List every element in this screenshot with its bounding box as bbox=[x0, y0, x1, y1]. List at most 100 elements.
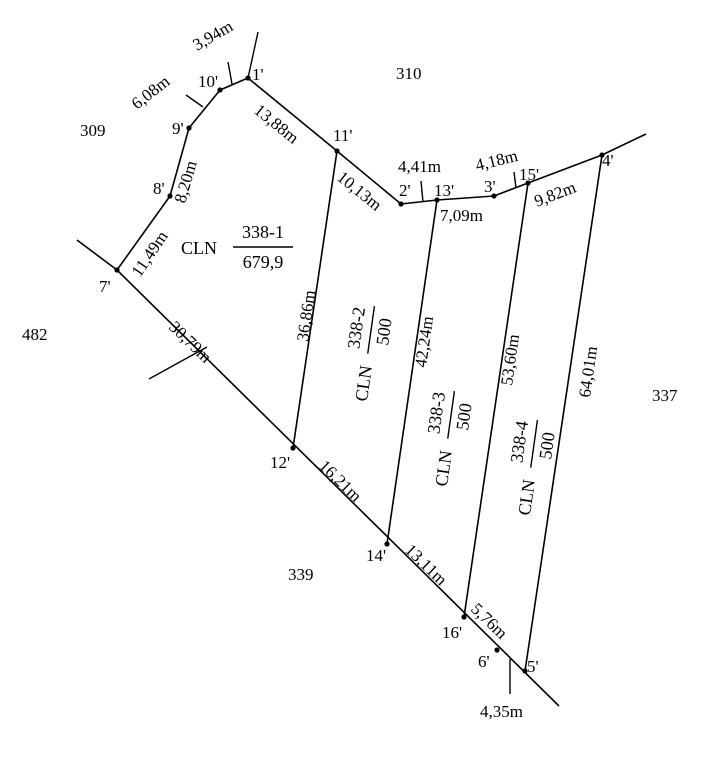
vertex-label-1: 1' bbox=[252, 65, 264, 84]
length-9-10: 6,08m bbox=[128, 72, 174, 113]
parcel-4-id: 338-4 bbox=[506, 420, 532, 464]
vertex-label-7: 7' bbox=[99, 277, 111, 296]
vertex-label-5: 5' bbox=[527, 657, 539, 676]
length-10-1: 3,94m bbox=[190, 17, 237, 55]
edge-1-10 bbox=[219, 77, 249, 91]
edge-9-8 bbox=[169, 127, 190, 197]
neighbor-310: 310 bbox=[396, 64, 422, 83]
parcel-1-id: 338-1 bbox=[242, 222, 284, 242]
vertex-labels: 1' 10' 9' 8' 7' 11' 2' 13' 3' 15' 4' 12'… bbox=[99, 65, 614, 676]
parcel-338-1-label: CLN 338-1 679,9 bbox=[181, 222, 293, 272]
neighbor-labels: 309 310 482 337 339 bbox=[22, 64, 678, 584]
length-11-12: 36,86m bbox=[293, 289, 319, 343]
parcel-3-id: 338-3 bbox=[423, 391, 449, 435]
length-4-5: 64,01m bbox=[575, 345, 601, 399]
edge-7-extension bbox=[76, 239, 118, 271]
edge-8-7 bbox=[116, 195, 171, 271]
length-3-15: 4,18m bbox=[473, 146, 519, 175]
point-14 bbox=[384, 541, 390, 547]
parcel-4-prefix: CLN bbox=[514, 478, 539, 516]
length-8-9: 8,20m bbox=[171, 159, 201, 206]
edge-2-13 bbox=[400, 199, 438, 205]
vertex-label-2: 2' bbox=[399, 181, 411, 200]
point-3 bbox=[491, 193, 497, 199]
length-6-5: 4,35m bbox=[480, 702, 523, 721]
parcel-2-area: 500 bbox=[372, 317, 396, 347]
edge-15-4 bbox=[527, 154, 603, 184]
parcel-3-fraction-bar bbox=[447, 391, 456, 439]
edge-3-15 bbox=[493, 182, 529, 197]
length-15-16: 53,60m bbox=[497, 333, 523, 387]
neighbor-309: 309 bbox=[80, 121, 106, 140]
length-1-11: 13,88m bbox=[250, 100, 302, 147]
tick-2 bbox=[420, 180, 424, 203]
tick-3 bbox=[513, 171, 517, 189]
point-12 bbox=[290, 445, 296, 451]
length-13-14: 42,24m bbox=[411, 315, 437, 369]
edge-4-extension bbox=[601, 133, 647, 156]
point-4 bbox=[599, 152, 605, 158]
vertex-label-9: 9' bbox=[172, 119, 184, 138]
point-7 bbox=[114, 267, 120, 273]
vertex-label-3: 3' bbox=[484, 177, 496, 196]
boundary-ticks bbox=[148, 31, 517, 694]
edge-7-5-bottom bbox=[116, 269, 560, 707]
parcel-3-prefix: CLN bbox=[431, 449, 456, 487]
parcel-3-area: 500 bbox=[452, 402, 476, 432]
vertex-label-4: 4' bbox=[602, 151, 614, 170]
vertex-label-8: 8' bbox=[153, 179, 165, 198]
parcel-338-2-label: CLN 338-2 500 bbox=[343, 306, 396, 403]
edge-10-9 bbox=[188, 89, 221, 129]
tick-9 bbox=[185, 94, 204, 108]
length-7-8: 11,49m bbox=[128, 227, 172, 280]
parcel-1-prefix: CLN bbox=[181, 238, 217, 258]
edge-1-11 bbox=[247, 77, 338, 152]
point-8 bbox=[167, 193, 173, 199]
edge-13-14 bbox=[386, 199, 438, 545]
point-6 bbox=[494, 647, 500, 653]
neighbor-339: 339 bbox=[288, 565, 314, 584]
boundary-lines bbox=[76, 77, 647, 707]
point-5 bbox=[522, 668, 528, 674]
parcel-2-prefix: CLN bbox=[351, 364, 376, 402]
point-9 bbox=[186, 125, 192, 131]
vertex-points bbox=[114, 75, 605, 674]
length-12-14: 16,21m bbox=[315, 456, 365, 505]
vertex-label-6: 6' bbox=[478, 652, 490, 671]
neighbor-337: 337 bbox=[652, 386, 678, 405]
vertex-label-15: 15' bbox=[519, 165, 539, 184]
parcel-338-4-label: CLN 338-4 500 bbox=[506, 420, 559, 517]
edge-15-16 bbox=[463, 182, 529, 618]
vertex-label-10: 10' bbox=[198, 72, 218, 91]
length-2-13: 4,41m bbox=[398, 157, 441, 176]
length-7-12: 30,79m bbox=[165, 317, 215, 366]
tick-7-12 bbox=[148, 346, 208, 380]
vertex-label-16: 16' bbox=[442, 623, 462, 642]
parcel-2-fraction-bar bbox=[367, 306, 376, 354]
point-11 bbox=[334, 148, 340, 154]
parcel-4-fraction-bar bbox=[530, 420, 539, 468]
neighbor-482: 482 bbox=[22, 325, 48, 344]
parcel-4-area: 500 bbox=[535, 431, 559, 461]
length-14-16: 13,11m bbox=[401, 540, 451, 589]
parcel-2-id: 338-2 bbox=[343, 306, 369, 350]
point-16 bbox=[461, 614, 467, 620]
point-1 bbox=[245, 75, 251, 81]
vertex-label-14: 14' bbox=[366, 546, 386, 565]
parcel-338-3-label: CLN 338-3 500 bbox=[423, 391, 476, 488]
parcel-1-area: 679,9 bbox=[243, 252, 284, 272]
length-11-2: 10,13m bbox=[333, 167, 385, 214]
length-13-3: 7,09m bbox=[440, 206, 483, 225]
point-10 bbox=[217, 87, 223, 93]
point-2 bbox=[398, 201, 404, 207]
edge-11-12 bbox=[292, 150, 338, 449]
tick-1 bbox=[247, 31, 259, 79]
point-15 bbox=[525, 180, 531, 186]
edge-13-3 bbox=[436, 195, 495, 201]
tick-10 bbox=[227, 61, 233, 85]
point-13 bbox=[434, 197, 440, 203]
vertex-label-13: 13' bbox=[434, 181, 454, 200]
edge-11-2 bbox=[336, 150, 402, 205]
vertex-label-11: 11' bbox=[333, 126, 352, 145]
